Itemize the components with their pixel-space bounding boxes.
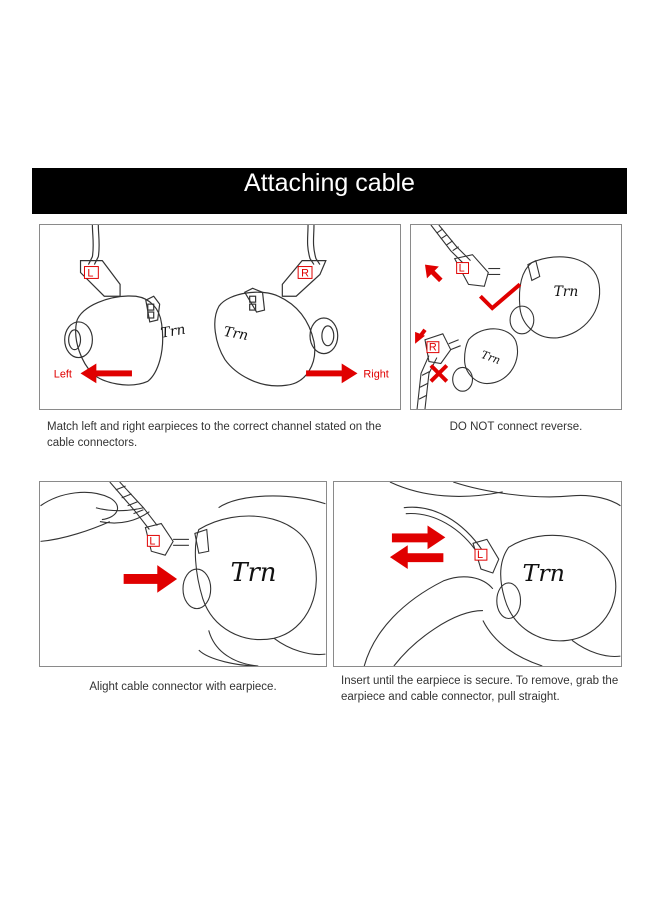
reverse-caption: DO NOT connect reverse. <box>449 421 583 433</box>
bottom-earpiece <box>464 328 518 384</box>
insert-brand-mark: Trn <box>523 559 565 587</box>
top-earpiece <box>518 256 601 339</box>
bottom-eartip <box>452 366 474 392</box>
top-eartip <box>509 305 535 335</box>
left-connector-letter: L <box>87 267 93 279</box>
earpiece <box>194 515 317 640</box>
left-brand-mark: Trn <box>160 322 187 342</box>
thumb <box>99 511 150 524</box>
bottom-direction-arrow <box>415 328 427 344</box>
page-title: Attaching cable <box>244 169 415 197</box>
left-arrow <box>80 363 132 384</box>
eartip <box>182 568 212 610</box>
right-cable-line <box>312 225 321 265</box>
top-finger <box>389 482 503 497</box>
top-connector-letter: L <box>459 262 465 274</box>
earpiece <box>500 534 617 642</box>
right-eartip <box>309 317 339 355</box>
insert-connector-letter: L <box>477 549 483 561</box>
insert-direction-arrow <box>123 565 178 593</box>
panel-align-connector: L Trn <box>39 481 327 667</box>
right-connector-letter: R <box>301 267 309 279</box>
panel-match-channels: L R Trn Trn Left Right <box>39 224 401 410</box>
right-arrow-label: Right <box>363 368 388 380</box>
cable-connector <box>472 538 500 574</box>
match-caption: Match left and right earpieces to the co… <box>47 421 382 449</box>
thumb <box>363 576 494 666</box>
panel-insert-remove: L Trn <box>333 481 622 667</box>
align-illustration: L Trn <box>40 482 326 666</box>
left-cable-line <box>87 225 94 265</box>
top-brand-mark: Trn <box>554 284 579 300</box>
align-caption: Alight cable connector with earpiece. <box>89 681 277 693</box>
left-arrow-label: Left <box>54 368 72 380</box>
cable-connector <box>144 522 174 556</box>
right-letter-badge <box>297 266 313 279</box>
braided-cable <box>109 482 150 530</box>
bottom-finger <box>482 620 543 666</box>
right-brand-mark: Trn <box>222 324 249 344</box>
top-finger <box>218 495 326 509</box>
eartip <box>496 582 522 620</box>
wrong-cross-icon <box>429 364 449 383</box>
correct-check-icon <box>478 282 522 311</box>
reverse-illustration: L R Trn Trn <box>415 225 601 409</box>
insert-illustration: L Trn <box>363 482 621 666</box>
top-direction-arrow <box>424 264 443 283</box>
top-connector <box>453 254 489 287</box>
bottom-brand-mark: Trn <box>479 348 502 367</box>
remove-arrow <box>389 545 444 570</box>
bottom-connector <box>424 333 452 365</box>
bottom-connector-letter: R <box>429 342 437 354</box>
left-eartip <box>64 321 93 359</box>
left-letter-badge <box>83 266 99 279</box>
top-cable-line <box>430 225 465 265</box>
panel-reverse-warning: L R Trn Trn <box>410 224 622 410</box>
align-connector-letter: L <box>149 535 155 547</box>
align-brand-mark: Trn <box>230 558 276 588</box>
upper-finger <box>40 491 119 521</box>
title-banner: Attaching cable <box>32 168 627 214</box>
right-connector <box>281 260 327 297</box>
bottom-cable-line <box>416 355 430 409</box>
bottom-finger <box>198 649 259 666</box>
insert-caption: Insert until the earpiece is secure. To … <box>341 675 619 703</box>
right-arrow <box>306 363 358 384</box>
insert-arrow <box>391 525 446 550</box>
match-illustration: L R Trn Trn Left Right <box>54 225 389 387</box>
